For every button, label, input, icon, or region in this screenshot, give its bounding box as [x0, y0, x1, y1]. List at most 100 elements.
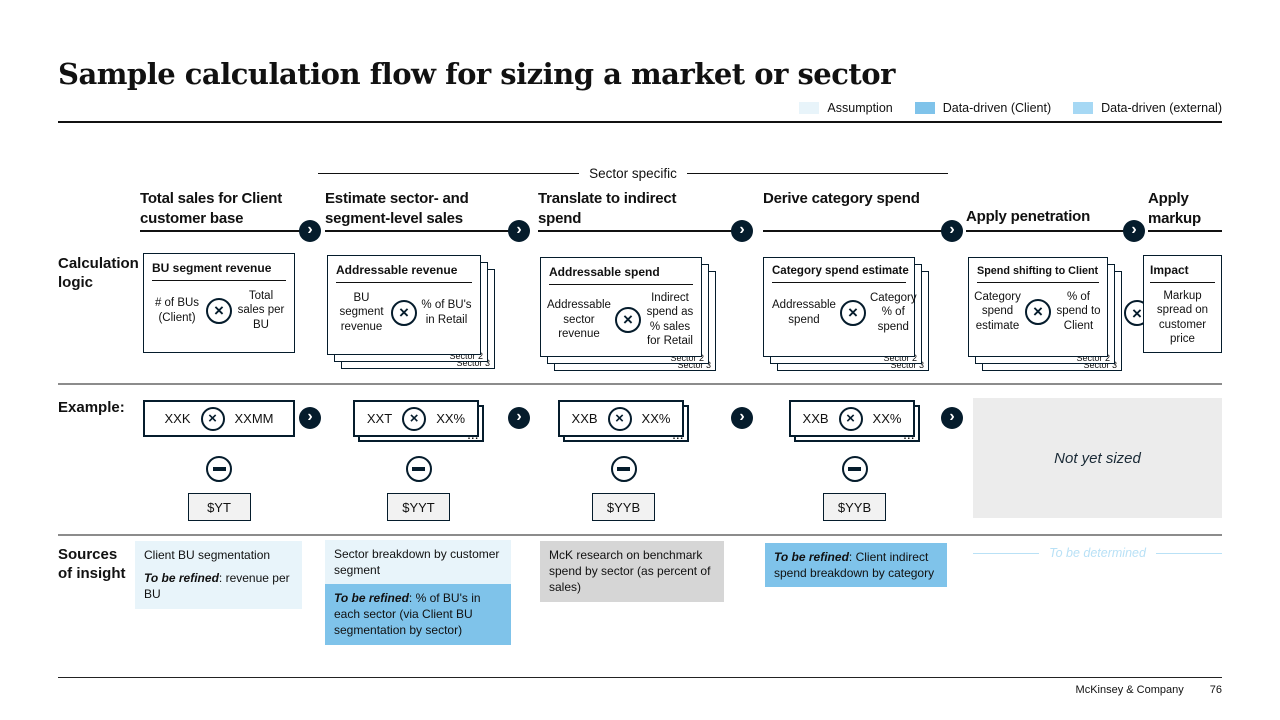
- source-refined: To be refined: Client indirect spend bre…: [774, 549, 938, 581]
- multiply-icon: ×: [1025, 298, 1051, 325]
- example-right: XX%: [436, 411, 466, 426]
- stack-label: Sector 3: [677, 360, 711, 370]
- step-header-2: Estimate sector- and segment-level sales: [325, 190, 469, 227]
- stack-label: Sector 2: [1076, 353, 1110, 363]
- footer-company: McKinsey & Company: [1075, 684, 1184, 696]
- calc-box-addressable-revenue: Sector 3 Sector 2 Addressable revenue BU…: [327, 255, 495, 369]
- example-left: XXB: [571, 411, 598, 426]
- step-rule-2: [325, 230, 521, 232]
- source-text: McK research on benchmark spend by secto…: [549, 548, 711, 595]
- example-box: ... XXB × XX%: [558, 400, 689, 442]
- client-swatch-icon: [914, 102, 935, 114]
- example-step-3: ... XXB × XX% $YYB: [558, 400, 689, 521]
- chevron-right-icon: ›: [941, 220, 963, 242]
- stack-label: Sector 3: [890, 360, 924, 370]
- example-formula: XXB × XX%: [789, 400, 915, 437]
- row-divider: [58, 383, 1222, 385]
- stack-label: Sector 3: [1083, 360, 1117, 370]
- legend-label: Data-driven (external): [1101, 101, 1222, 115]
- legend-item-assumption: Assumption: [799, 101, 893, 115]
- chevron-right-icon: ›: [508, 407, 530, 429]
- step-rule-3: [538, 230, 744, 232]
- example-step-1: XXK × XXMM $YT: [143, 400, 295, 521]
- operand-left: Addressable spend: [772, 299, 836, 326]
- step-header-6: Apply markup: [1148, 190, 1201, 227]
- operand-left: # of BUs (Client): [154, 297, 200, 324]
- source-box-2a: Sector breakdown by customer segment: [325, 540, 511, 585]
- step-header-5: Apply penetration: [966, 208, 1091, 225]
- minus-icon: [206, 456, 232, 482]
- refined-label: To be refined: [774, 550, 849, 564]
- source-text: Sector breakdown by customer segment: [334, 547, 500, 578]
- refined-rest: : Client indirect spend breakdown by cat…: [774, 550, 935, 581]
- source-refined: To be refined: revenue per BU: [144, 570, 293, 602]
- refined-rest: : % of BU's in each sector (via Client B…: [334, 591, 481, 638]
- card-title: BU segment revenue: [152, 254, 286, 281]
- tbd-line-left: [973, 552, 1040, 554]
- legend-label: Data-driven (Client): [942, 101, 1052, 115]
- step-rule-5: [966, 230, 1136, 232]
- not-yet-sized-panel: Not yet sized: [973, 398, 1222, 518]
- example-result: $YYB: [592, 493, 655, 521]
- operand-right: Indirect spend as % sales for Retail: [646, 292, 694, 348]
- source-box-4: To be refined: Client indirect spend bre…: [765, 543, 947, 588]
- card-title: Addressable spend: [549, 258, 693, 285]
- bracket-label: Sector specific: [589, 166, 677, 181]
- card: Addressable revenue BU segment revenue ×…: [327, 255, 481, 355]
- multiply-icon: ×: [391, 299, 417, 326]
- multiply-icon: ×: [200, 406, 225, 431]
- legend-item-client: Data-driven (Client): [914, 101, 1052, 115]
- tbd-line-right: [1155, 552, 1223, 554]
- refined-label: To be refined: [144, 571, 219, 586]
- refined-rest: : revenue per BU: [144, 571, 290, 602]
- example-box: ... XXT × XX%: [353, 400, 484, 442]
- page-title: Sample calculation flow for sizing a mar…: [58, 57, 895, 91]
- formula: Addressable spend × Category % of spend: [764, 283, 917, 342]
- chevron-right-icon: ›: [731, 220, 753, 242]
- legend-item-external: Data-driven (external): [1073, 101, 1222, 115]
- operand-right: Category % of spend: [869, 292, 917, 333]
- step-rule-6: [1148, 230, 1222, 232]
- card-title: Addressable revenue: [336, 256, 472, 283]
- row-label-example: Example:: [58, 399, 125, 416]
- source-text: Client BU segmentation: [144, 548, 271, 562]
- example-right: XXMM: [234, 411, 274, 426]
- bracket-line-right: [686, 173, 949, 174]
- multiply-icon: ×: [838, 406, 863, 431]
- title-divider: [58, 121, 1222, 123]
- step-rule-1: [140, 230, 312, 232]
- calc-box-category-spend-estimate: Sector 3 Sector 2 Category spend estimat…: [763, 257, 929, 371]
- example-formula: XXT × XX%: [353, 400, 479, 437]
- example-result: $YT: [187, 493, 251, 521]
- formula: BU segment revenue × % of BU's in Retail: [328, 283, 480, 342]
- example-step-2: ... XXT × XX% $YYT: [353, 400, 484, 521]
- impact-body: Markup spread on customer price: [1156, 290, 1209, 346]
- chevron-right-icon: ›: [731, 407, 753, 429]
- calc-box-bu-segment-revenue: BU segment revenue # of BUs (Client) × T…: [143, 253, 295, 353]
- formula: Addressable sector revenue × Indirect sp…: [541, 285, 701, 355]
- external-swatch-icon: [1073, 102, 1094, 114]
- card: Category spend estimate Addressable spen…: [763, 257, 917, 357]
- example-result: $YYT: [387, 493, 450, 521]
- chevron-right-icon: ›: [508, 220, 530, 242]
- legend-label: Assumption: [827, 101, 893, 115]
- step-header-3: Translate to indirect spend: [538, 190, 677, 227]
- example-result: $YYB: [823, 493, 886, 521]
- example-right: XX%: [641, 411, 671, 426]
- impact-box: Impact Markup spread on customer price: [1143, 255, 1222, 353]
- example-right: XX%: [872, 411, 902, 426]
- card: Impact Markup spread on customer price: [1143, 255, 1222, 353]
- bracket-line-left: [318, 173, 580, 174]
- footer: McKinsey & Company 76: [900, 684, 1222, 696]
- source-box-3: McK research on benchmark spend by secto…: [540, 541, 724, 602]
- card-title: Impact: [1150, 256, 1215, 283]
- card: BU segment revenue # of BUs (Client) × T…: [143, 253, 295, 353]
- stack-label: Sector 2: [670, 353, 704, 363]
- example-step-4: ... XXB × XX% $YYB: [789, 400, 920, 521]
- step-header-4: Derive category spend: [763, 190, 920, 207]
- card: Spend shifting to Client Category spend …: [968, 257, 1108, 357]
- multiply-icon: ×: [206, 297, 232, 324]
- example-box: ... XXB × XX%: [789, 400, 920, 442]
- multiply-icon: ×: [614, 306, 641, 333]
